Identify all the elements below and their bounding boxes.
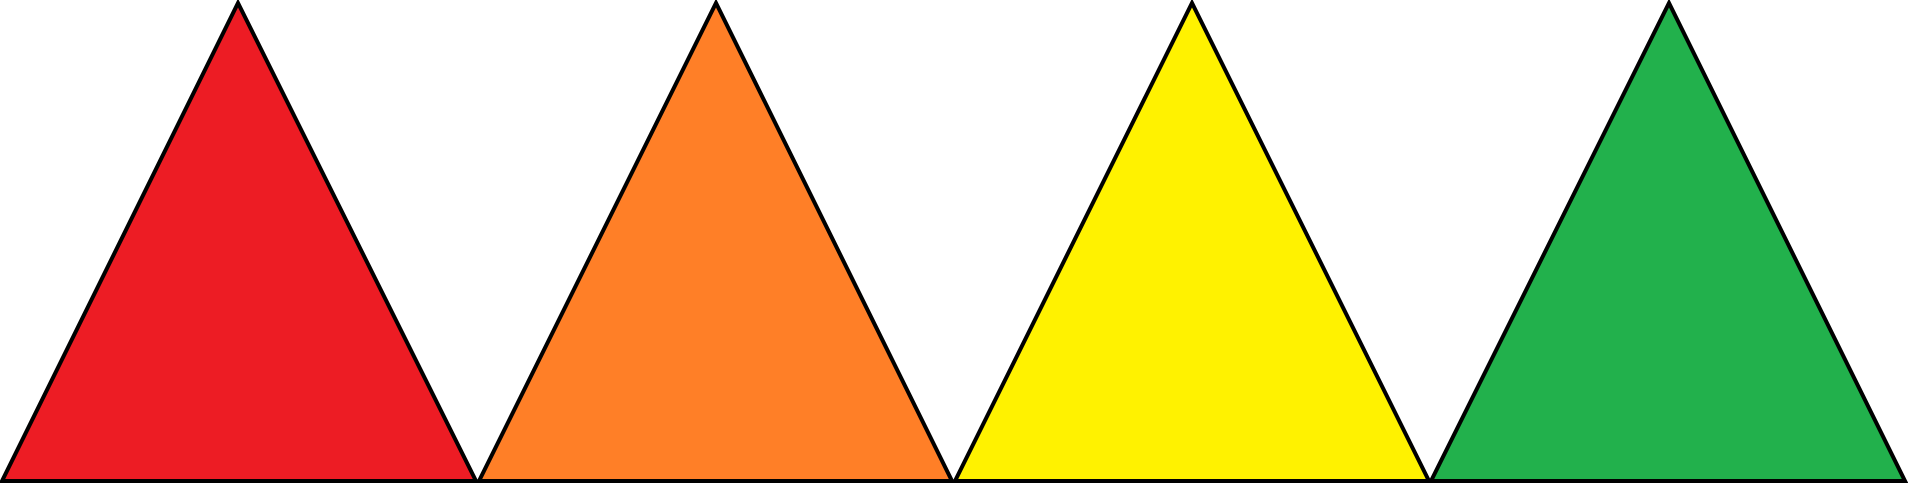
orange-triangle: [475, 0, 956, 483]
yellow-triangle: [951, 0, 1433, 483]
red-triangle: [0, 0, 480, 483]
green-triangle: [1427, 0, 1908, 483]
